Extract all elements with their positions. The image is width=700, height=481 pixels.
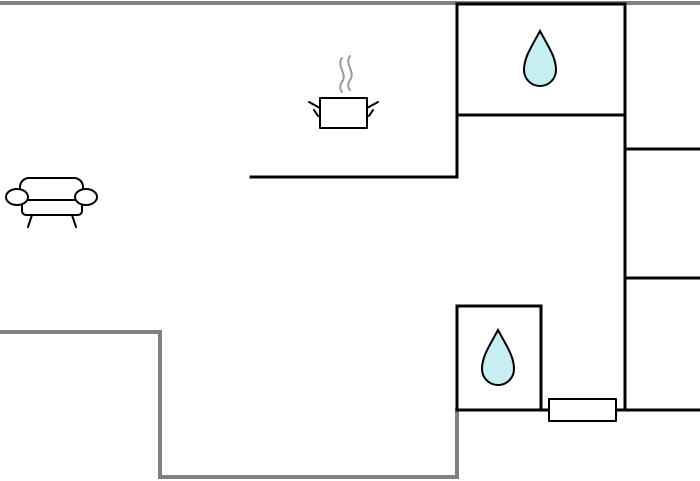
pot-handle-right (366, 101, 379, 109)
water-drop-icon (480, 327, 516, 386)
bathroom-top (455, 2, 627, 117)
sofa-leg-left (27, 214, 33, 228)
sofa-seat (21, 199, 83, 216)
pot-handle-left (308, 101, 321, 109)
radiator-icon (548, 398, 617, 422)
outer-wall-bottom-left (0, 330, 459, 479)
steam-icon (347, 55, 353, 91)
steam-icon (339, 57, 345, 93)
sofa-leg-right (71, 214, 77, 228)
cooking-pot-icon (308, 55, 379, 129)
pot-lid-handle-left (313, 109, 319, 117)
bathroom-bottom (455, 304, 543, 412)
pot-body (319, 97, 368, 129)
sofa-armrest-right (74, 188, 98, 206)
kitchen-counter-wall (249, 113, 459, 179)
pot-lid-handle-right (368, 109, 374, 117)
sofa-armrest-left (5, 188, 29, 206)
sofa-icon (5, 177, 98, 228)
sofa-back (19, 177, 84, 203)
water-drop-icon (522, 28, 558, 87)
